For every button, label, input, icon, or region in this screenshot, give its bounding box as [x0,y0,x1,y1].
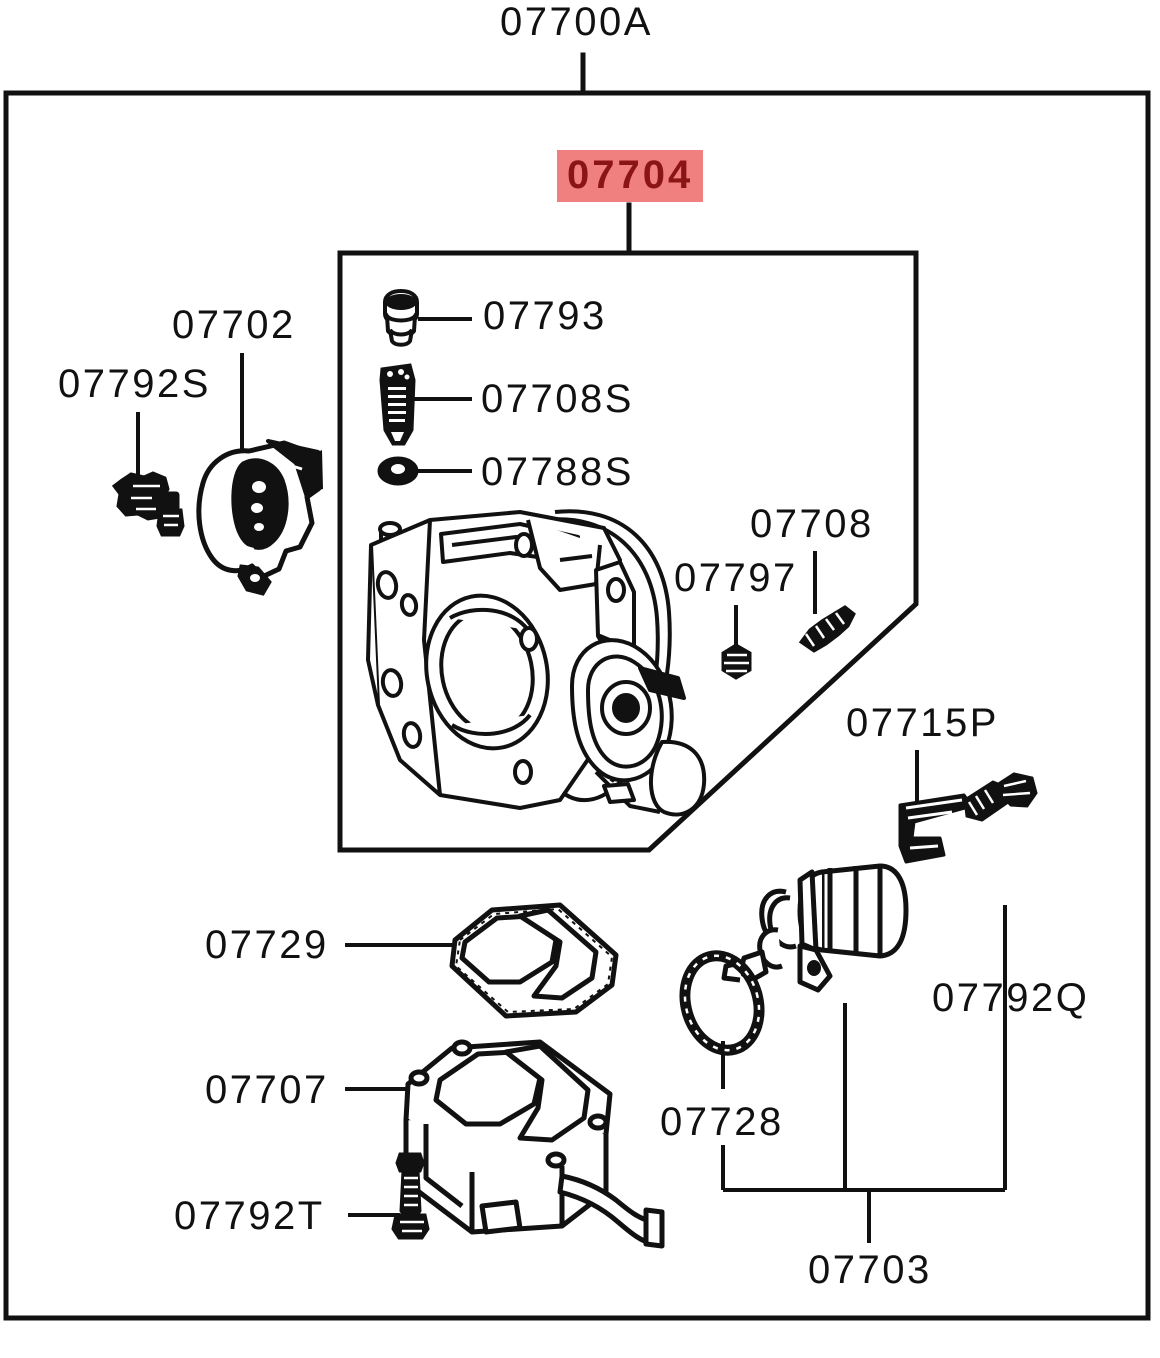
label-07715p: 07715P [846,701,999,745]
label-07704: 07704 [557,150,704,202]
label-07793: 07793 [483,294,607,338]
part-07788s-oring [377,456,419,486]
part-07793-cap [383,288,419,347]
part-07729-gasket [449,902,619,1019]
label-07728: 07728 [660,1100,784,1144]
label-07700a: 07700A [500,0,653,44]
label-07797: 07797 [674,556,798,600]
part-07708-stop-screw [798,605,856,653]
label-07707: 07707 [205,1068,329,1112]
label-07792q: 07792Q [932,976,1090,1020]
part-07792t-bolt [391,1152,430,1240]
part-07704-throttle-body-housing [366,509,707,817]
part-07702-throttle-position-sensor [196,439,323,596]
label-07729: 07729 [205,923,329,967]
inner-assembly-box [337,250,919,853]
label-07792t: 07792T [174,1194,325,1238]
outer-assembly-box [3,90,1151,1321]
label-07702: 07702 [172,303,296,347]
part-07797-nut [721,643,752,680]
part-07728-oring [679,950,765,1056]
part-07792s-screw [111,471,185,537]
label-07788s: 07788S [481,450,634,494]
label-07708: 07708 [750,502,874,546]
label-07708s: 07708S [481,377,634,421]
label-07792s: 07792S [58,362,211,406]
label-07703: 07703 [808,1248,932,1292]
part-07792q-bolt [963,772,1038,822]
part-07715p-bracket [898,793,974,864]
part-07708s-adjusting-screw [379,363,416,446]
part-07707-spacer [403,1039,665,1249]
